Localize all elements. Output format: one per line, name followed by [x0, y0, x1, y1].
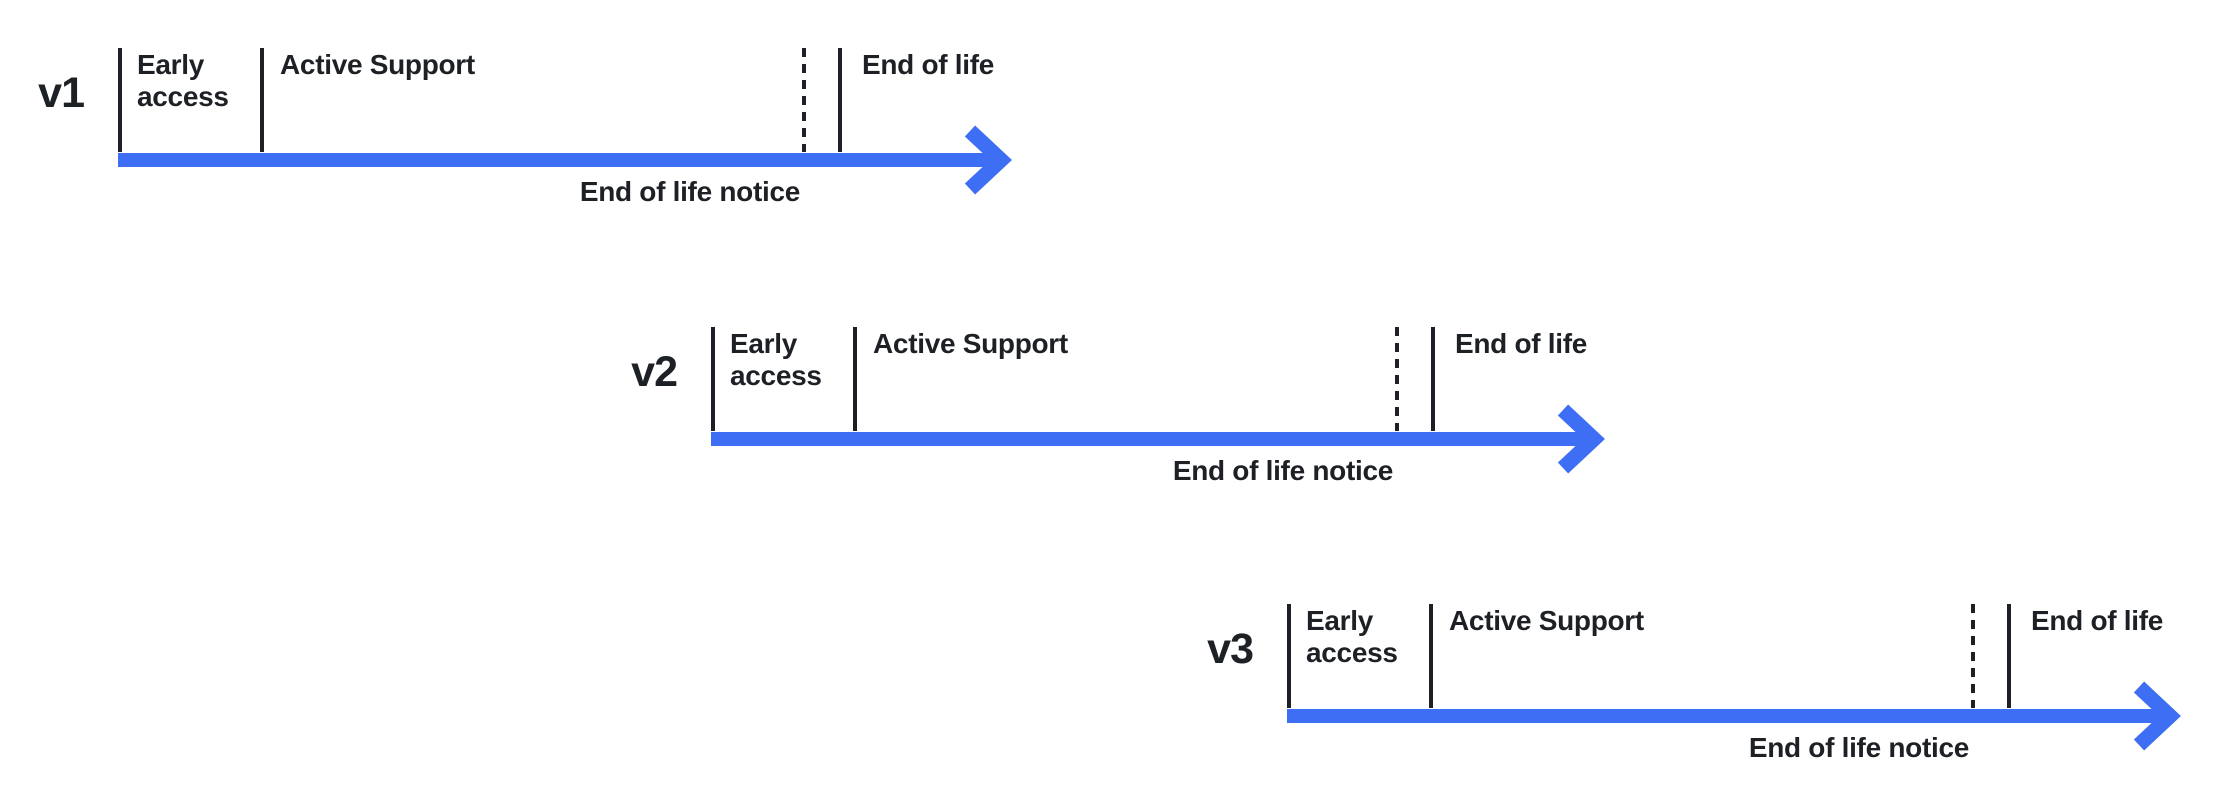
- end-of-life-label: End of life: [1455, 328, 1588, 359]
- early-access-label-line1: Early: [137, 49, 204, 80]
- active-support-start-tick: [1429, 604, 1433, 708]
- arrow-head-icon: [964, 125, 1012, 195]
- timeline-v2: v2 Early access Active Support End of li…: [623, 319, 1683, 539]
- end-of-life-tick: [838, 48, 842, 152]
- timeline-arrow: [711, 404, 1605, 474]
- early-access-start-tick: [1287, 604, 1291, 708]
- timeline-v3: v3 Early access Active Support End of li…: [1199, 596, 2228, 812]
- eol-notice-dashed-line: [1971, 604, 1975, 708]
- version-label: v3: [1207, 625, 1254, 673]
- end-of-life-tick: [1431, 327, 1435, 431]
- version-label: v2: [631, 348, 678, 396]
- end-of-life-tick: [2007, 604, 2011, 708]
- active-support-start-tick: [853, 327, 857, 431]
- arrow-head-icon: [1557, 404, 1605, 474]
- early-access-label-line1: Early: [730, 328, 797, 359]
- end-of-life-notice-label: End of life notice: [1172, 455, 1393, 486]
- version-label: v1: [38, 69, 85, 117]
- timeline-v1: v1 Early access Active Support End of li…: [30, 40, 1090, 260]
- active-support-label: Active Support: [1449, 605, 1644, 636]
- end-of-life-label: End of life: [862, 49, 995, 80]
- early-access-label: Early access: [1306, 605, 1398, 669]
- eol-notice-dashed-line: [802, 48, 806, 152]
- timeline-arrow: [1287, 681, 2181, 751]
- timeline-arrow: [118, 125, 1012, 195]
- active-support-start-tick: [260, 48, 264, 152]
- early-access-label: Early access: [730, 328, 822, 392]
- eol-notice-dashed-line: [1395, 327, 1399, 431]
- early-access-start-tick: [118, 48, 122, 152]
- end-of-life-notice-label: End of life notice: [1748, 732, 1969, 763]
- active-support-label: Active Support: [873, 328, 1068, 359]
- early-access-label: Early access: [137, 49, 229, 113]
- arrow-head-icon: [2133, 681, 2181, 751]
- early-access-start-tick: [711, 327, 715, 431]
- early-access-label-line1: Early: [1306, 605, 1373, 636]
- early-access-label-line2: access: [730, 360, 822, 391]
- early-access-label-line2: access: [1306, 637, 1398, 668]
- end-of-life-label: End of life: [2031, 605, 2164, 636]
- active-support-label: Active Support: [280, 49, 475, 80]
- end-of-life-notice-label: End of life notice: [579, 176, 800, 207]
- early-access-label-line2: access: [137, 81, 229, 112]
